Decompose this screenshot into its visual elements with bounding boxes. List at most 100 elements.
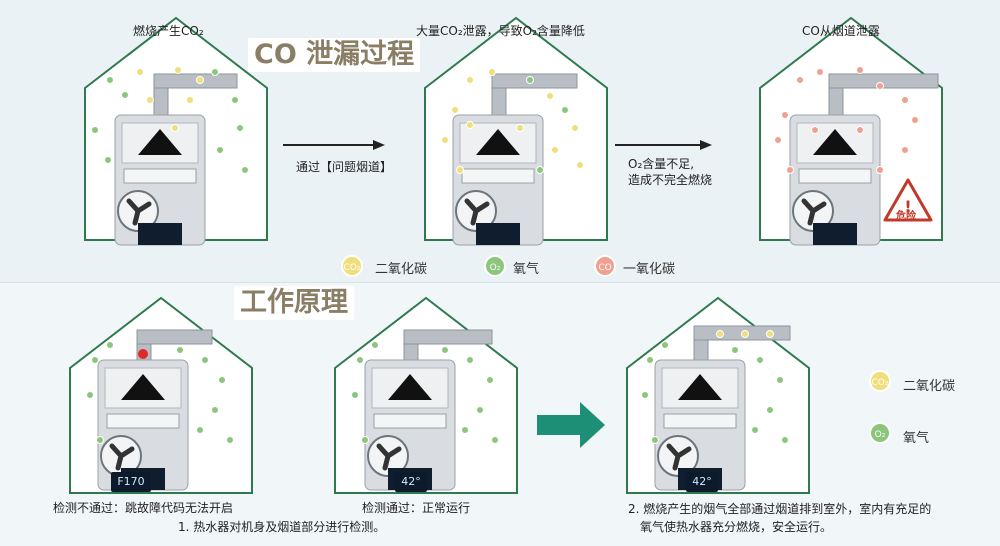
scene2-particle [451,106,459,114]
bottom3-particle [756,356,764,364]
fan-icon [109,443,135,471]
fan-icon [801,198,827,226]
heater-scene2 [452,73,578,246]
fan-icon [666,443,692,471]
legend-co2-icon-text: CO₂ [344,263,361,273]
bottom3-particle [751,426,759,434]
bottom1-particle [226,436,234,444]
exhaust-arrow [678,374,722,400]
scene1-particle [231,96,239,104]
scene3-particle [856,126,864,134]
scene3-particle [786,166,794,174]
bottom3-particle [766,406,774,414]
exhaust-arrow [813,129,857,155]
fan-icon [376,443,402,471]
note-2-line2: 氧气使热水器充分燃烧，安全运行。 [640,520,833,534]
bottom1-particle [86,391,94,399]
scene2-particle [546,92,554,100]
scene1-particle [174,66,182,74]
exclamation-icon: ! [904,197,911,216]
bottom-legend-co2-icon [869,370,891,392]
scene2-caption: 大量CO₂泄露，导致O₂含量降低 [416,24,585,38]
bottom2-particle [476,406,484,414]
heater-bottom3 [654,325,791,491]
scene1-particle [146,96,154,104]
legend-o2-icon-text: O₂ [490,263,501,273]
scene3-particle [774,136,782,144]
bottom-legend-o2-label: 氧气 [903,431,930,446]
scene1-caption-bottom: 检测不通过：跳故障代码无法开启 [53,501,234,515]
danger-sign-icon [883,178,933,222]
flue-horizontal [828,73,939,89]
scene1-particle [216,146,224,154]
burner-panel [106,413,180,429]
bottom-legend-o2-icon-text: O₂ [875,430,886,440]
heater-scene1 [114,73,238,246]
bottom3-particle [741,330,749,338]
flue-horizontal [153,73,238,89]
bottom3-particle [766,330,774,338]
bottom1-particle [201,356,209,364]
scene2-particle [441,136,449,144]
bottom3-particle [731,346,739,354]
flue-horizontal [136,329,213,345]
scene3-caption: CO从烟道泄露 [802,24,880,38]
heater-display [813,223,857,245]
bottom1-particle [106,341,114,349]
bottom-legend-co2-icon-text: CO₂ [872,378,889,388]
burner-panel [373,413,447,429]
scene3-particle [876,82,884,90]
scene1-particle [236,124,244,132]
burner-panel [123,168,197,184]
scene1-display: F170 [111,472,151,492]
scene2-caption-bottom: 检测通过：正常运行 [362,501,471,515]
bottom3-particle [661,341,669,349]
working-principle-title: 工作原理 [234,286,354,320]
arrow2-label-line2: 造成不完全燃烧 [628,173,713,187]
scene3-particle [816,68,824,76]
bottom3-particle [646,356,654,364]
heater-scene3 [789,73,939,246]
arrow-2-head [700,140,712,150]
heater-display [476,223,520,245]
scene3-particle [781,111,789,119]
bottom1-particle [196,426,204,434]
scene3-particle [911,116,919,124]
flue-horizontal [403,329,493,345]
bottom2-particle [356,356,364,364]
scene3-particle [856,66,864,74]
burner-panel [798,168,872,184]
scene1-particle [106,76,114,84]
bottom2-particle [371,341,379,349]
next-step-arrow [537,402,605,448]
bottom3-particle [776,376,784,384]
bottom1-particle [91,356,99,364]
scene1-particle [186,96,194,104]
scene2-particle [571,124,579,132]
legend-co-icon-text: CO [598,263,611,273]
scene1-particle [211,68,219,76]
scene3-particle [811,126,819,134]
scene1-particle [241,166,249,174]
legend-co2-icon [341,255,363,277]
scene3-particle [876,166,884,174]
legend-co2-label: 二氧化碳 [375,262,428,277]
scene2-display: 42° [395,472,427,492]
bottom1-particle [176,346,184,354]
scene1-particle [171,124,179,132]
exhaust-arrow [388,374,432,400]
legend-co-label: 一氧化碳 [623,262,676,277]
legend-co-icon [594,255,616,277]
bottom2-particle [486,376,494,384]
bottom3-particle [781,436,789,444]
flue-horizontal [491,73,578,89]
legend-o2-icon [484,255,506,277]
scene2-particle [576,161,584,169]
scene3-particle [796,76,804,84]
heater-bottom2 [364,329,493,491]
scene2-particle [536,166,544,174]
burner-panel [663,413,737,429]
scene2-particle [561,106,569,114]
scene2-particle [466,121,474,129]
